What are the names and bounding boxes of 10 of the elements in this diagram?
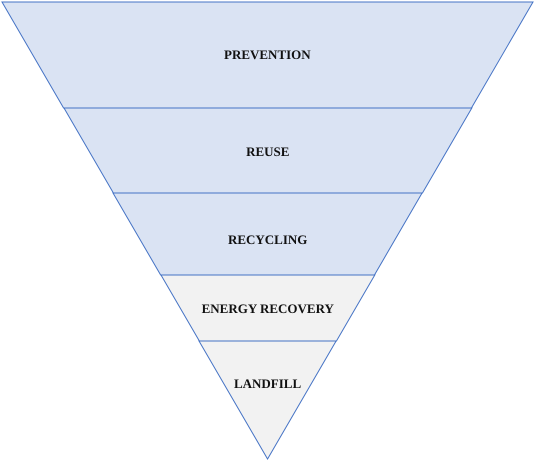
hierarchy-band — [160, 275, 374, 341]
hierarchy-band — [2, 2, 533, 108]
hierarchy-band — [64, 108, 472, 193]
band-label: REUSE — [246, 144, 290, 160]
band-label: PREVENTION — [224, 47, 311, 63]
band-label: RECYCLING — [228, 232, 308, 248]
band-label: ENERGY RECOVERY — [202, 301, 334, 317]
hierarchy-band — [198, 341, 336, 459]
band-label: LANDFILL — [234, 376, 302, 392]
hierarchy-band — [112, 193, 422, 275]
